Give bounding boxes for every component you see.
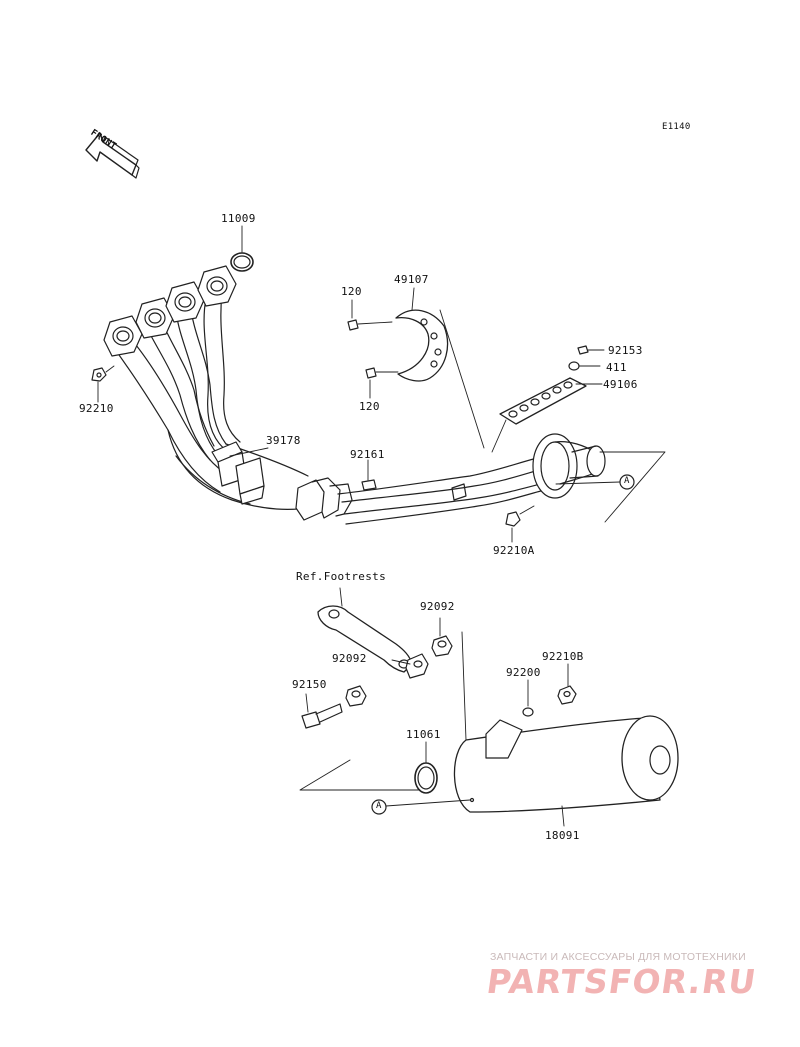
gasket-11009 [230,225,254,272]
part-label-92210B: 92210B [542,650,584,663]
part-label-18091: 18091 [545,829,580,842]
part-label-11009: 11009 [221,212,256,225]
part-label-92210: 92210 [79,402,114,415]
collar-92092-lower [391,653,429,679]
part-label-92153: 92153 [608,344,643,357]
diagram-code: E1140 [662,122,691,132]
part-label-92150: 92150 [292,678,327,691]
front-arrow-icon [85,132,140,179]
exhaust-header-pipes [113,292,606,525]
nut-92210A [505,505,535,543]
part-label-92161: 92161 [350,448,385,461]
clip-92161 [361,459,377,491]
bolt-120-lower [365,367,399,399]
callout-letter-upper: A [624,476,630,486]
callout-a-lower [371,799,387,815]
bracket-49106 [491,377,603,453]
collar-92092-upper [431,617,453,657]
part-label-411: 411 [606,361,627,374]
nut-92210 [91,365,115,403]
watermark-brand: PARTSFOR.RU [484,962,760,1001]
gasket-11061 [414,741,438,794]
part-label-11061: 11061 [406,728,441,741]
reference-label: Ref.Footrests [296,570,386,583]
leader-lines [229,447,666,523]
part-label-120-upper: 120 [341,285,362,298]
part-label-92092-lower: 92092 [332,652,367,665]
bolt-92153 [577,345,605,355]
callout-a-upper [619,474,635,490]
cover-49107 [395,287,485,449]
part-label-49107: 49107 [394,273,429,286]
bushing [345,685,367,707]
part-label-49106: 49106 [603,378,638,391]
bolt-120-upper [347,299,393,331]
part-label-39178: 39178 [266,434,301,447]
silencer-18091 [453,715,679,827]
nut-92210B [557,663,577,705]
part-label-92210A: 92210A [493,544,535,557]
part-label-92200: 92200 [506,666,541,679]
part-label-92092-upper: 92092 [420,600,455,613]
part-label-120-lower: 120 [359,400,380,413]
bolt-92150 [301,693,343,729]
washer-92200 [522,679,534,717]
callout-letter-lower: A [376,801,382,811]
washer-411 [568,361,601,371]
lower-leader-lines [299,631,471,807]
header-flanges [103,265,237,357]
watermark-subtitle: ЗАПЧАСТИ И АКСЕССУАРЫ ДЛЯ МОТОТЕХНИКИ [490,951,746,963]
